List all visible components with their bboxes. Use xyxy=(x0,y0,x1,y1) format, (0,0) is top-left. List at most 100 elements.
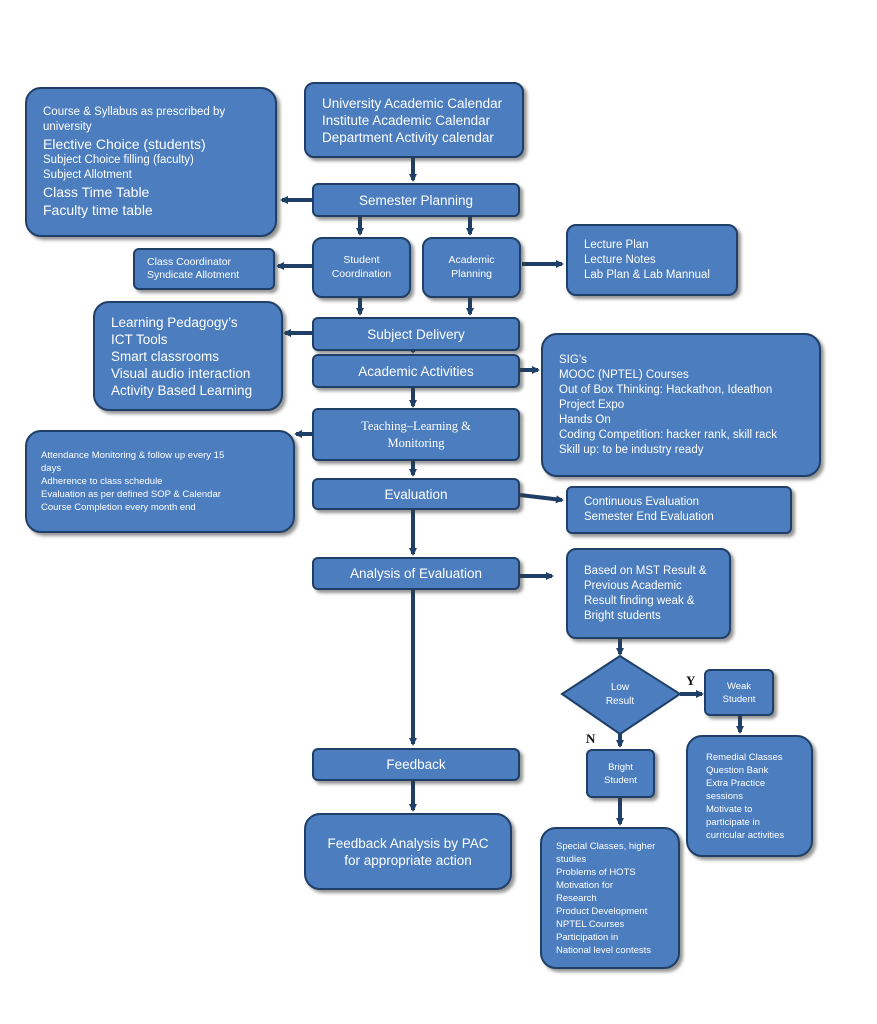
weak-student-line: Student xyxy=(722,693,756,705)
feedback-analysis-line: Feedback Analysis by PAC xyxy=(327,835,489,851)
special-line: Research xyxy=(556,892,597,904)
bright-student-line: Student xyxy=(604,774,637,786)
course-line: Subject Choice filling (faculty) xyxy=(43,154,194,166)
lecture-line: Lecture Notes xyxy=(584,253,656,266)
pedagogy-line: ICT Tools xyxy=(111,331,168,347)
activities-line: Project Expo xyxy=(559,398,625,411)
semester-planning-label: Semester Planning xyxy=(358,192,474,208)
academic-planning-line: Academic xyxy=(448,254,495,266)
evaluation-detail-box: Continuous Evaluation Semester End Evalu… xyxy=(566,486,792,534)
decision-diamond xyxy=(560,654,682,736)
weak-student-line: Weak xyxy=(726,680,752,692)
monitoring-line: Adherence to class schedule xyxy=(41,476,163,487)
subject-delivery-label: Subject Delivery xyxy=(367,326,465,342)
coordinator-line: Class Coordinator xyxy=(147,255,232,268)
lecture-line: Lab Plan & Lab Mannual xyxy=(584,268,710,281)
mst-line: Previous Academic xyxy=(584,579,682,592)
lecture-line: Lecture Plan xyxy=(584,238,649,251)
monitoring-line: Attendance Monitoring & follow up every … xyxy=(41,450,225,461)
course-line: university xyxy=(43,121,92,133)
pedagogy-line: Smart classrooms xyxy=(111,348,220,364)
student-coordination-box: Student Coordination xyxy=(312,237,411,298)
evaluation-label: Evaluation xyxy=(384,486,448,502)
special-line: Special Classes, higher xyxy=(556,840,656,852)
monitoring-line: Evaluation as per defined SOP & Calendar xyxy=(41,489,221,500)
special-line: Product Development xyxy=(556,905,648,917)
academic-planning-line: Planning xyxy=(451,267,492,280)
remedial-box: Remedial Classes Question Bank Extra Pra… xyxy=(686,735,813,857)
activities-box: SIG’s MOOC (NPTEL) Courses Out of Box Th… xyxy=(541,333,821,477)
bright-student-box: Bright Student xyxy=(586,749,655,798)
remedial-line: Question Bank xyxy=(706,764,769,776)
academic-planning-box: Academic Planning xyxy=(422,237,521,298)
remedial-line: curricular activities xyxy=(706,829,785,841)
remedial-line: sessions xyxy=(706,790,743,802)
evaluation-detail-line: Continuous Evaluation xyxy=(584,496,700,508)
monitoring-line: Course Completion every month end xyxy=(41,502,196,513)
course-line: Faculty time table xyxy=(43,202,153,218)
calendar-line: Institute Academic Calendar xyxy=(322,112,491,128)
pedagogy-line: Activity Based Learning xyxy=(111,382,253,398)
weak-student-box: Weak Student xyxy=(704,669,774,716)
course-line: Course & Syllabus as prescribed by xyxy=(43,106,226,118)
special-line: National level contests xyxy=(556,944,652,956)
analysis-of-evaluation-box: Analysis of Evaluation xyxy=(312,557,520,590)
decision-line: Result xyxy=(605,696,635,707)
special-line: Problems of HOTS xyxy=(556,866,636,878)
special-line: NPTEL Courses xyxy=(556,918,625,930)
calendar-line: University Academic Calendar xyxy=(322,95,503,111)
academic-activities-box: Academic Activities xyxy=(312,354,520,388)
feedback-label: Feedback xyxy=(386,757,446,772)
analysis-of-evaluation-label: Analysis of Evaluation xyxy=(349,566,483,581)
no-label: N xyxy=(586,731,596,746)
evaluation-detail-line: Semester End Evaluation xyxy=(584,511,714,523)
monitoring-box: Attendance Monitoring & follow up every … xyxy=(25,430,295,533)
activities-line: Skill up: to be industry ready xyxy=(559,443,704,456)
decision-label: Low Result xyxy=(590,681,650,709)
student-coordination-line: Coordination xyxy=(331,267,392,280)
course-line: Class Time Table xyxy=(43,184,150,200)
special-line: Motivation for xyxy=(556,879,614,891)
teaching-learning-box: Teaching–Learning & Monitoring xyxy=(312,408,520,461)
decision-line: Low xyxy=(610,682,630,693)
pedagogy-line: Learning Pedagogy’s xyxy=(111,314,238,330)
feedback-analysis-line: for appropriate action xyxy=(344,852,472,868)
student-coordination-line: Student xyxy=(343,254,380,266)
activities-line: MOOC (NPTEL) Courses xyxy=(559,368,689,381)
lecture-plan-box: Lecture Plan Lecture Notes Lab Plan & La… xyxy=(566,224,738,296)
activities-line: SIG’s xyxy=(559,353,587,366)
yes-label: Y xyxy=(686,673,696,688)
semester-planning-box: Semester Planning xyxy=(312,183,520,217)
academic-activities-label: Academic Activities xyxy=(358,363,474,379)
arrow-evaluation-to-evaluation-box xyxy=(519,493,564,504)
course-syllabus-box: Course & Syllabus as prescribed by unive… xyxy=(25,87,277,237)
coordinator-line: Syndicate Allotment xyxy=(147,269,240,281)
pedagogy-box: Learning Pedagogy’s ICT Tools Smart clas… xyxy=(93,301,283,411)
remedial-line: Remedial Classes xyxy=(706,751,783,763)
remedial-line: Motivate to xyxy=(706,803,753,815)
mst-result-box: Based on MST Result & Previous Academic … xyxy=(566,548,731,639)
pedagogy-line: Visual audio interaction xyxy=(111,365,251,381)
activities-line: Out of Box Thinking: Hackathon, Ideathon xyxy=(559,383,773,396)
remedial-line: Extra Practice xyxy=(706,777,766,789)
teaching-learning-line: Monitoring xyxy=(387,435,445,450)
coordinator-box: Class Coordinator Syndicate Allotment xyxy=(133,248,275,290)
special-classes-box: Special Classes, higher studies Problems… xyxy=(540,827,680,969)
subject-delivery-box: Subject Delivery xyxy=(312,317,520,351)
mst-line: Bright students xyxy=(584,609,661,622)
mst-line: Based on MST Result & xyxy=(584,564,707,577)
course-line: Elective Choice (students) xyxy=(43,136,206,152)
bright-student-line: Bright xyxy=(608,761,633,773)
feedback-analysis-box: Feedback Analysis by PAC for appropriate… xyxy=(304,813,512,890)
calendar-box: University Academic Calendar Institute A… xyxy=(304,82,524,158)
special-line: studies xyxy=(556,853,587,865)
activities-line: Hands On xyxy=(559,413,611,426)
mst-line: Result finding weak & xyxy=(584,594,695,607)
special-line: Participation in xyxy=(556,931,619,943)
remedial-line: participate in xyxy=(706,816,760,828)
course-line: Subject Allotment xyxy=(43,169,132,181)
evaluation-box: Evaluation xyxy=(312,478,520,510)
activities-line: Coding Competition: hacker rank, skill r… xyxy=(559,428,777,441)
calendar-line: Department Activity calendar xyxy=(322,129,494,145)
